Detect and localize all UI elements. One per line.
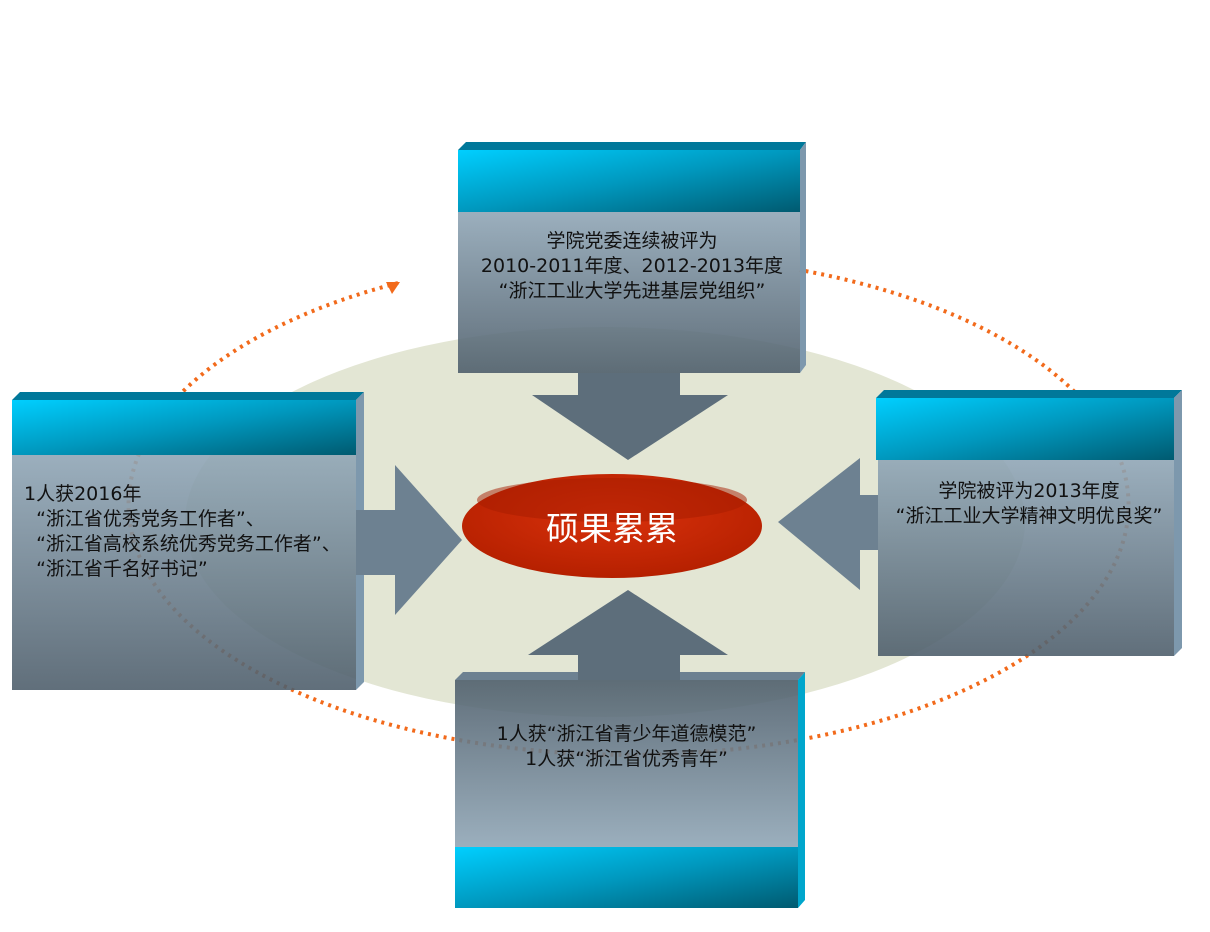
center-label: 硕果累累 — [546, 508, 678, 548]
top-box-shape — [458, 142, 806, 460]
text-line: “浙江工业大学精神文明优良奖” — [895, 505, 1163, 527]
left-box-text: 1人获2016年 “浙江省优秀党务工作者”、 “浙江省高校系统优秀党务工作者”、… — [24, 482, 341, 582]
text-line: 学院被评为2013年度 — [938, 480, 1120, 502]
text-line: “浙江工业大学先进基层党组织” — [498, 280, 766, 302]
top-box-text: 学院党委连续被评为 2010-2011年度、2012-2013年度 “浙江工业大学先… — [458, 229, 806, 304]
text-line: 学院党委连续被评为 — [546, 230, 718, 252]
bottom-box-shape — [455, 590, 805, 908]
center-ellipse-highlight — [477, 478, 747, 522]
right-box-text: 学院被评为2013年度 “浙江工业大学精神文明优良奖” — [876, 479, 1182, 529]
orbit-arrowhead-icon — [386, 282, 400, 294]
text-line: 1人获“浙江省青少年道德模范” — [496, 723, 757, 745]
text-line: 1人获“浙江省优秀青年” — [525, 748, 728, 770]
left-box-shape — [12, 392, 462, 690]
bottom-box-text: 1人获“浙江省青少年道德模范” 1人获“浙江省优秀青年” — [455, 722, 798, 772]
text-line: “浙江省高校系统优秀党务工作者”、 — [24, 533, 341, 555]
text-line: “浙江省优秀党务工作者”、 — [24, 508, 265, 530]
text-line: “浙江省千名好书记” — [24, 558, 208, 580]
text-line: 2010-2011年度、2012-2013年度 — [480, 255, 784, 277]
text-line: 1人获2016年 — [24, 483, 142, 505]
right-box-shape — [778, 390, 1182, 656]
